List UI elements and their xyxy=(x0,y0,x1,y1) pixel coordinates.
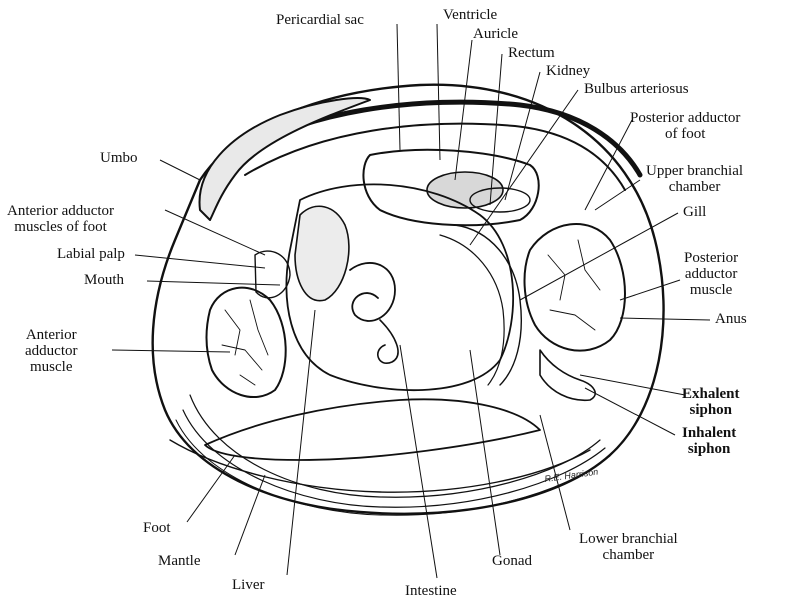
umbo-shape xyxy=(200,98,370,220)
label-bulbus-arteriosus: Bulbus arteriosus xyxy=(584,81,689,97)
label-auricle: Auricle xyxy=(473,26,518,42)
leader-lines xyxy=(112,24,710,578)
leader-line xyxy=(437,24,440,160)
labial-palp-shape xyxy=(255,251,290,298)
leader-line xyxy=(165,210,265,255)
leader-line xyxy=(112,350,230,352)
label-anterior-adductor-muscle: Anterior adductor muscle xyxy=(25,327,77,375)
leader-line xyxy=(400,345,437,578)
leader-line xyxy=(585,120,632,210)
label-intestine: Intestine xyxy=(405,583,457,599)
siphon-shape xyxy=(540,350,595,400)
label-anus: Anus xyxy=(715,311,747,327)
label-lower-branchial-chamber: Lower branchial chamber xyxy=(579,531,678,563)
label-pericardial-sac: Pericardial sac xyxy=(276,12,364,28)
label-inhalent-siphon: Inhalent siphon xyxy=(682,425,736,457)
intestine-shape xyxy=(378,320,398,363)
label-liver: Liver xyxy=(232,577,264,593)
leader-line xyxy=(585,388,675,435)
foot-shape xyxy=(205,399,540,460)
anterior-adductor-shape xyxy=(206,288,285,397)
liver-shape xyxy=(295,206,349,300)
label-mantle: Mantle xyxy=(158,553,201,569)
label-gill: Gill xyxy=(683,204,706,220)
label-rectum: Rectum xyxy=(508,45,555,61)
label-upper-branchial-chamber: Upper branchial chamber xyxy=(646,163,743,195)
leader-line xyxy=(287,310,315,575)
leader-line xyxy=(595,180,640,210)
label-mouth: Mouth xyxy=(84,272,124,288)
gill-shape xyxy=(455,225,521,385)
label-anterior-adductor-muscles-of-foot: Anterior adductor muscles of foot xyxy=(7,203,114,235)
leader-line xyxy=(620,318,710,320)
leader-line xyxy=(505,72,540,200)
leader-line xyxy=(147,281,280,285)
leader-line xyxy=(470,90,578,245)
mantle-edge xyxy=(170,440,590,492)
label-labial-palp: Labial palp xyxy=(57,246,125,262)
leader-line xyxy=(620,280,680,300)
leader-line xyxy=(470,350,500,555)
label-gonad: Gonad xyxy=(492,553,532,569)
posterior-adductor-shape xyxy=(525,224,625,351)
leader-line xyxy=(520,213,678,300)
label-posterior-adductor-muscle: Posterior adductor muscle xyxy=(684,250,738,298)
label-umbo: Umbo xyxy=(100,150,138,166)
label-ventricle: Ventricle xyxy=(443,7,497,23)
label-foot: Foot xyxy=(143,520,171,536)
leader-line xyxy=(135,255,265,268)
intestine-shape xyxy=(350,263,395,321)
leader-line xyxy=(160,160,200,180)
label-kidney: Kidney xyxy=(546,63,590,79)
label-posterior-adductor-of-foot: Posterior adductor of foot xyxy=(630,110,740,142)
label-exhalent-siphon: Exhalent siphon xyxy=(682,386,740,418)
shell-ring xyxy=(190,395,600,497)
leader-line xyxy=(455,40,472,180)
